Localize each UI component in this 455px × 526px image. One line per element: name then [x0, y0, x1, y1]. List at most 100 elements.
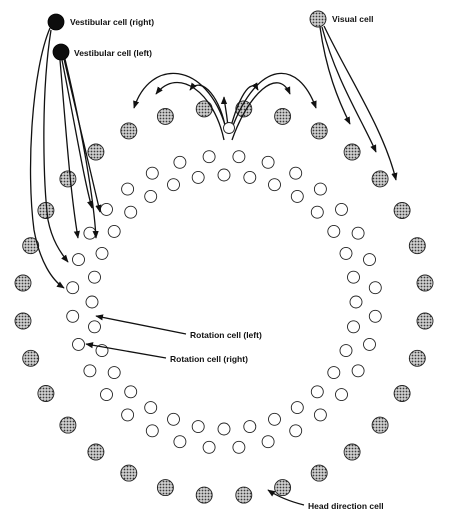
head-direction-ring: [14, 100, 434, 504]
rotation-cell: [351, 364, 365, 378]
rotation-cell: [124, 385, 138, 399]
head-direction-cell: [408, 237, 426, 255]
rotation-cell: [100, 388, 113, 402]
rotation-cell: [72, 337, 85, 351]
rotation-cell: [88, 270, 101, 284]
rotation-cell: [313, 408, 327, 422]
head-direction-cell: [416, 312, 434, 330]
head-direction-cell: [87, 443, 105, 461]
head-direction-cell: [37, 385, 55, 402]
rotation-cell: [107, 366, 121, 380]
rotation-cell: [191, 420, 205, 434]
head-direction-cell: [14, 274, 32, 292]
label-pointers: [85, 314, 305, 506]
rotation-cell: [124, 205, 138, 219]
head-direction-cell: [416, 274, 434, 292]
rotation-cell: [66, 309, 80, 323]
rotation-cell: [173, 435, 187, 449]
rotation-cell: [167, 178, 180, 192]
rotation-cell: [363, 337, 376, 351]
rotation-cell: [83, 226, 97, 240]
head-direction-cell: [156, 107, 174, 125]
head-direction-cell: [14, 312, 32, 330]
rotation-cell: [261, 435, 275, 449]
head-direction-cell: [371, 416, 389, 434]
vestibular-right-connections: [29, 27, 69, 289]
rotation-cell: [310, 385, 324, 399]
rotation-cell: [289, 166, 303, 180]
head-direction-cell: [408, 349, 426, 367]
rotation-ring-outer: [66, 150, 382, 454]
head-direction-cell: [343, 443, 361, 461]
head-direction-cell: [343, 143, 361, 161]
head-direction-cell: [195, 486, 213, 504]
vestibular-left-connections: [59, 58, 102, 239]
rotation-cell: [351, 226, 365, 240]
rotation-cell: [243, 420, 257, 434]
top-rotation-cell: [223, 122, 235, 134]
rotation-cell: [107, 224, 121, 238]
rotation-cell: [145, 424, 159, 438]
rotation-cell: [72, 253, 85, 267]
rotation-cell: [202, 440, 216, 454]
rotation-cell: [347, 270, 360, 284]
rotation-cell: [232, 440, 246, 454]
rotation-cell: [121, 408, 135, 422]
head-direction-cell: [59, 416, 77, 434]
head-direction-cell: [310, 464, 328, 482]
rotation-cell: [167, 412, 180, 426]
rotation-cell: [144, 189, 158, 203]
rotation-cell: [217, 168, 231, 182]
vestibular-cell-left: [52, 43, 70, 61]
feedback-loops: [133, 72, 317, 141]
rotation-cell: [202, 150, 216, 164]
rotation-cell: [145, 166, 159, 180]
head-direction-cell: [393, 202, 411, 219]
rotation-cell: [173, 155, 187, 169]
rotation-cell: [83, 364, 97, 378]
rotation-cell: [95, 246, 109, 260]
rotation-cell: [339, 344, 353, 358]
vestibular-cell-right: [47, 13, 65, 31]
rotation-cell: [335, 202, 348, 216]
rotation-cell: [363, 253, 376, 267]
rotation-cell: [268, 178, 281, 192]
head-direction-cell: [371, 170, 389, 188]
rotation-cell: [88, 320, 101, 334]
head-direction-cell: [22, 349, 40, 367]
rotation-cell: [66, 281, 80, 295]
rotation-cell: [289, 424, 303, 438]
rotation-cell: [85, 295, 99, 309]
head-direction-cell: [235, 486, 253, 504]
rotation-cell: [349, 295, 363, 309]
label-vestibular-left: Vestibular cell (left): [74, 48, 152, 58]
head-direction-cell: [120, 122, 138, 140]
rotation-cell: [368, 309, 382, 323]
rotation-cell: [290, 189, 304, 203]
label-visual: Visual cell: [332, 14, 373, 24]
head-direction-cell: [235, 100, 253, 118]
rotation-cell: [310, 205, 324, 219]
rotation-cell: [327, 366, 341, 380]
rotation-cell: [232, 150, 246, 164]
rotation-cell: [217, 422, 231, 436]
head-direction-cell: [120, 464, 138, 482]
rotation-cell: [313, 182, 327, 196]
head-direction-cell: [156, 479, 174, 497]
rotation-cell: [339, 246, 353, 260]
visual-cell-connections: [319, 25, 398, 181]
head-direction-cell: [59, 170, 77, 188]
rotation-cell: [327, 224, 341, 238]
label-rotation-right: Rotation cell (right): [170, 354, 248, 364]
rotation-ring-inner: [85, 168, 363, 436]
rotation-cell: [335, 388, 348, 402]
rotation-cell: [121, 182, 135, 196]
head-direction-cell: [22, 237, 40, 255]
rotation-cell: [100, 202, 113, 216]
head-direction-cell: [310, 122, 328, 140]
rotation-cell: [290, 401, 304, 415]
label-head-direction: Head direction cell: [308, 501, 384, 511]
rotation-cell: [144, 401, 158, 415]
